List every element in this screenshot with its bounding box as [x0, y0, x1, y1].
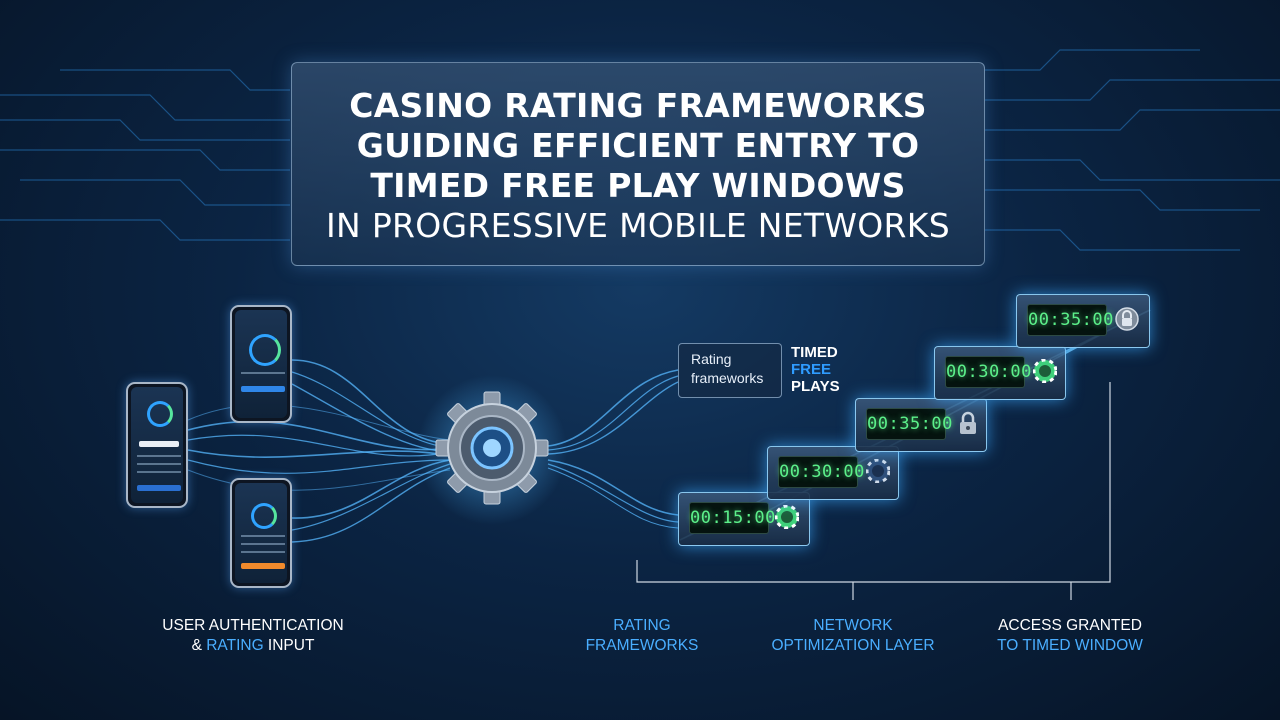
label-user-auth-highlight: RATING: [206, 637, 264, 654]
smartphone-top: [230, 305, 292, 423]
tfp-line-3: PLAYS: [791, 378, 840, 395]
tfp-line-1: TIMED: [791, 344, 838, 361]
label-rating-frameworks: RATING FRAMEWORKS: [572, 616, 712, 656]
timer-display: 00:30:00: [778, 456, 864, 488]
timer-display: 00:35:00: [866, 408, 952, 440]
label-rating-line-1: RATING: [613, 617, 671, 634]
label-user-authentication: USER AUTHENTICATION & RATING INPUT: [148, 616, 358, 656]
timer-card: 00:35:00: [1016, 294, 1150, 348]
label-access-line-2: TO TIMED WINDOW: [997, 637, 1143, 654]
title-line-3: TIMED FREE PLAY WINDOWS: [370, 166, 906, 205]
chip-icon: [866, 459, 890, 483]
progress-ring-icon: [147, 401, 173, 427]
title-line-1: CASINO RATING FRAMEWORKS: [349, 86, 927, 125]
connector-lines: [636, 382, 1111, 600]
chip-icon: [1033, 359, 1057, 383]
label-network-line-1: NETWORK: [813, 617, 893, 634]
progress-ring-icon: [251, 503, 277, 529]
smartphone-bottom: [230, 478, 292, 588]
label-user-auth-prefix: &: [191, 637, 207, 654]
rating-box-line-1: Rating: [691, 351, 732, 367]
smartphone-left: [126, 382, 188, 508]
title-line-4: IN PROGRESSIVE MOBILE NETWORKS: [326, 206, 950, 245]
gear-icon: [435, 391, 549, 505]
label-rating-line-2: FRAMEWORKS: [585, 637, 699, 654]
title-panel: CASINO RATING FRAMEWORKS GUIDING EFFICIE…: [291, 62, 985, 266]
label-access-granted: ACCESS GRANTED TO TIMED WINDOW: [980, 616, 1160, 656]
timer-card: 00:15:00: [678, 492, 810, 546]
tfp-line-2: FREE: [791, 361, 832, 378]
title-line-2: GUIDING EFFICIENT ENTRY TO: [356, 126, 920, 165]
label-network-line-2: OPTIMIZATION LAYER: [771, 637, 935, 654]
timer-display: 00:35:00: [1027, 304, 1113, 336]
label-access-line-1: ACCESS GRANTED: [998, 617, 1142, 634]
timer-card: 00:30:00: [934, 346, 1066, 400]
progress-ring-icon: [249, 334, 281, 366]
circuit-lines-right: [985, 49, 1280, 251]
timer-display: 00:15:00: [689, 502, 775, 534]
label-user-auth-suffix: INPUT: [263, 637, 315, 654]
rating-box-line-2: frameworks: [691, 370, 764, 386]
data-flow-left: [187, 359, 451, 543]
timer-card: 00:35:00: [855, 398, 987, 452]
label-user-auth-line-1: USER AUTHENTICATION: [162, 617, 344, 634]
label-network-optimization: NETWORK OPTIMIZATION LAYER: [755, 616, 951, 656]
vault-lock-icon: [1115, 307, 1139, 331]
data-flow-right: [547, 369, 679, 529]
padlock-icon: [960, 411, 976, 434]
circuit-lines-left: [0, 69, 290, 241]
chip-icon: [775, 505, 799, 529]
timed-free-plays-label: TIMED FREE PLAYS: [791, 344, 840, 395]
rating-frameworks-box: Rating frameworks: [678, 343, 782, 398]
timer-display: 00:30:00: [945, 356, 1031, 388]
timer-card: 00:30:00: [767, 446, 899, 500]
